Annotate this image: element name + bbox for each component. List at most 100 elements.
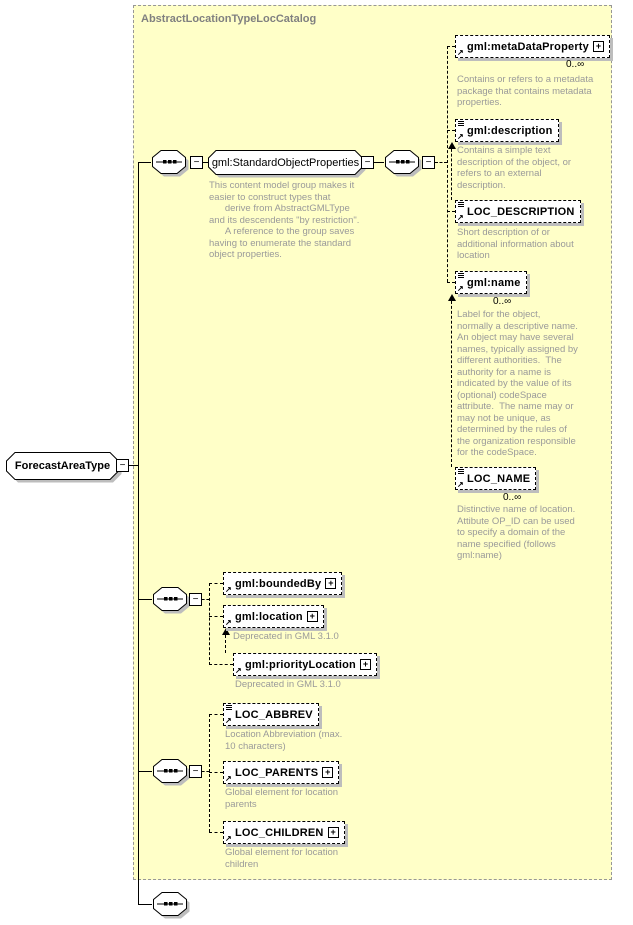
element-label: LOC_NAME	[467, 472, 531, 485]
expand-button[interactable]: +	[325, 578, 337, 589]
element-reference-icon: ↗	[457, 132, 464, 141]
element-loc-children[interactable]: ↗ LOC_CHILDREN +	[223, 821, 345, 844]
collapse-button[interactable]: −	[189, 765, 202, 778]
sequence-compositor[interactable]	[152, 758, 192, 793]
sequence-compositor[interactable]	[384, 149, 424, 184]
root-element-label: ForecastAreaType	[14, 460, 111, 472]
expand-button[interactable]: +	[359, 659, 371, 670]
connector-line	[138, 904, 152, 905]
sequence-compositor[interactable]	[152, 586, 192, 621]
element-annotation: Distinctive name of location. Attibute O…	[457, 504, 576, 561]
group-label: AbstractLocationTypeLocCatalog	[141, 13, 317, 25]
collapse-button[interactable]: −	[190, 156, 203, 169]
expand-button[interactable]: +	[306, 611, 318, 622]
annotation-lines-icon	[226, 705, 232, 710]
expand-button[interactable]: +	[327, 827, 339, 838]
element-loc-description[interactable]: ↗ LOC_DESCRIPTION	[455, 200, 581, 223]
connector-line	[138, 599, 152, 600]
connector-line	[129, 465, 139, 466]
collapse-button[interactable]: −	[116, 459, 129, 472]
connector-trunk-line	[138, 162, 139, 905]
connector-line	[138, 162, 151, 163]
sequence-compositor[interactable]	[152, 891, 192, 925]
element-reference-icon: ↗	[225, 834, 232, 843]
element-annotation: Global element for location children	[225, 847, 339, 870]
model-group-standard-object-properties[interactable]: gml:StandardObjectProperties	[208, 150, 366, 178]
cardinality-label: 0..∞	[493, 296, 512, 307]
element-gml-name[interactable]: ↗ gml:name	[455, 271, 527, 294]
element-annotation: Global element for location parents	[225, 787, 339, 810]
collapse-button[interactable]: −	[189, 593, 202, 606]
substitution-arrow-icon	[448, 142, 456, 200]
element-reference-icon: ↗	[225, 585, 232, 594]
octagon-shape	[6, 452, 122, 483]
element-reference-icon: ↗	[235, 666, 242, 675]
connector-dashed-line	[209, 616, 223, 617]
element-label: gml:name	[467, 276, 521, 289]
element-annotation: Contains or refers to a metadata package…	[457, 74, 594, 108]
connector-dashed-line	[209, 714, 210, 832]
element-annotation: Deprecated in GML 3.1.0	[235, 679, 341, 690]
element-reference-icon: ↗	[457, 48, 464, 57]
element-loc-parents[interactable]: ↗ LOC_PARENTS +	[223, 761, 340, 784]
element-label: gml:boundedBy	[235, 577, 322, 590]
element-annotation: Contains a simple text description of th…	[457, 145, 572, 191]
connector-dashed-line	[209, 832, 223, 833]
element-annotation: Location Abbreviation (max. 10 character…	[225, 729, 343, 752]
collapse-button[interactable]: −	[361, 156, 374, 169]
connector-dashed-line	[209, 583, 210, 665]
connector-dashed-line	[447, 211, 455, 212]
element-annotation: Short description of or additional infor…	[457, 227, 574, 261]
element-gml-description[interactable]: ↗ gml:description	[455, 119, 559, 142]
connector-dashed-line	[447, 46, 455, 47]
expand-button[interactable]: +	[592, 41, 604, 52]
annotation-lines-icon	[458, 469, 464, 474]
connector-line	[203, 162, 208, 163]
element-gml-prioritylocation[interactable]: ↗ gml:priorityLocation +	[233, 653, 377, 676]
element-reference-icon: ↗	[457, 284, 464, 293]
element-annotation: Deprecated in GML 3.1.0	[233, 631, 339, 642]
root-element-forecast-area-type[interactable]: ForecastAreaType	[6, 452, 122, 483]
cardinality-label: 0..∞	[566, 59, 585, 70]
element-loc-name[interactable]: ↗ LOC_NAME	[455, 467, 537, 490]
substitution-arrow-icon	[222, 628, 230, 653]
connector-dashed-line	[202, 771, 209, 772]
substitution-arrow-icon	[448, 294, 456, 467]
annotation-lines-icon	[458, 273, 464, 278]
element-label: LOC_ABBREV	[235, 708, 313, 721]
model-group-annotation: This content model group makes it easier…	[209, 180, 360, 260]
collapse-button[interactable]: −	[422, 156, 435, 169]
element-reference-icon: ↗	[225, 716, 232, 725]
connector-dashed-line	[435, 162, 447, 163]
element-label: gml:description	[467, 124, 553, 137]
element-reference-icon: ↗	[225, 618, 232, 627]
element-reference-icon: ↗	[457, 480, 464, 489]
annotation-lines-icon	[458, 202, 464, 207]
sequence-icon	[153, 587, 190, 614]
element-label: gml:priorityLocation	[245, 658, 356, 671]
connector-dashed-line	[447, 130, 455, 131]
connector-dashed-line	[209, 772, 223, 773]
element-reference-icon: ↗	[457, 213, 464, 222]
element-label: LOC_CHILDREN	[235, 826, 324, 839]
annotation-lines-icon	[458, 121, 464, 126]
connector-dashed-line	[209, 714, 223, 715]
element-loc-abbrev[interactable]: ↗ LOC_ABBREV	[223, 703, 319, 726]
element-gml-boundedby[interactable]: ↗ gml:boundedBy +	[223, 572, 343, 595]
element-gml-location[interactable]: ↗ gml:location +	[223, 605, 324, 628]
sequence-icon	[153, 759, 190, 786]
element-label: gml:metaDataProperty	[467, 40, 589, 53]
cardinality-label: 0..∞	[503, 492, 522, 503]
connector-dashed-line	[209, 583, 223, 584]
connector-dashed-line	[447, 46, 448, 282]
element-gml-metadataproperty[interactable]: ↗ gml:metaDataProperty +	[455, 35, 610, 58]
connector-dashed-line	[202, 599, 209, 600]
sequence-icon	[385, 150, 422, 177]
connector-line	[374, 162, 384, 163]
connector-dashed-line	[209, 664, 233, 665]
octagon-shape	[208, 150, 366, 178]
element-label: gml:location	[235, 610, 303, 623]
sequence-compositor[interactable]	[151, 149, 191, 184]
expand-button[interactable]: +	[322, 767, 334, 778]
